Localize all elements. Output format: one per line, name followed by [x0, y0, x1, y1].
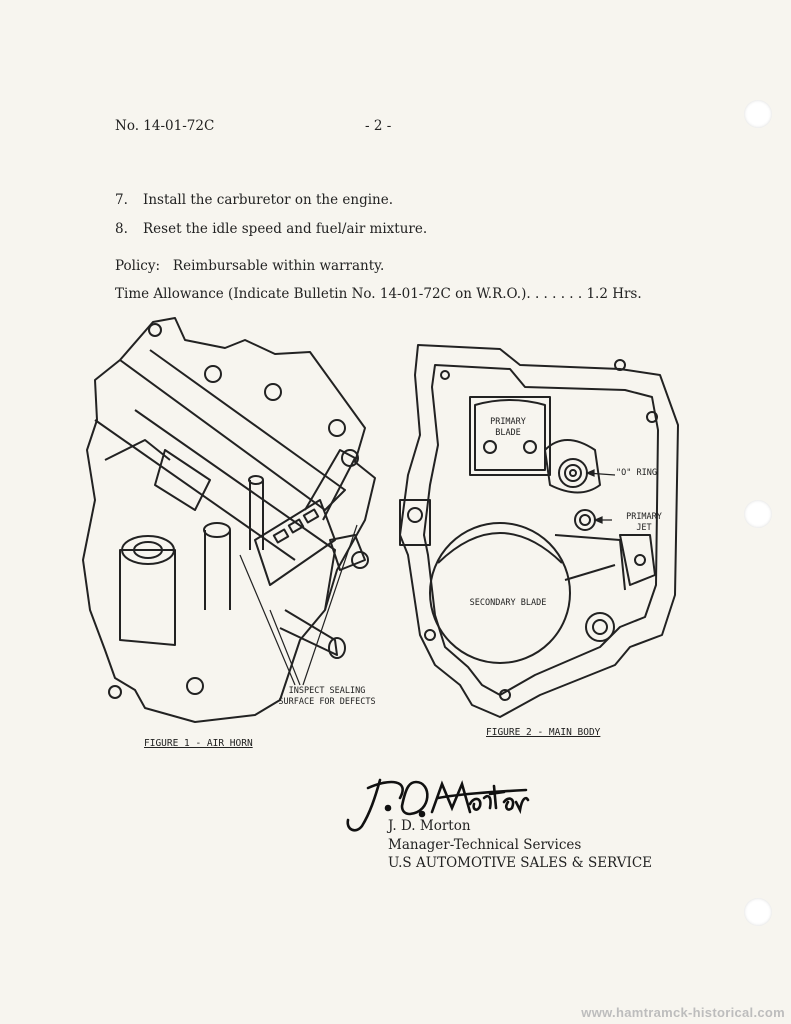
step-text: Reset the idle speed and fuel/air mixtur… [143, 221, 428, 237]
air-horn-illustration [82, 317, 376, 723]
signer-company: U.S AUTOMOTIVE SALES & SERVICE [388, 855, 653, 871]
policy-line: Policy: Reimbursable within warranty. [115, 258, 384, 274]
punch-hole-bottom [744, 898, 772, 926]
signature-image [346, 778, 530, 832]
figure-2-caption: FIGURE 2 - MAIN BODY [486, 727, 601, 738]
figure-1-caption: FIGURE 1 - AIR HORN [144, 738, 253, 749]
step-number: 8. [115, 221, 128, 237]
punch-hole-top [744, 100, 772, 128]
site-watermark: www.hamtramck-historical.com [581, 1005, 785, 1020]
signer-name: J. D. Morton [388, 818, 471, 834]
step-item: 8. Reset the idle speed and fuel/air mixt… [115, 221, 427, 237]
policy-text: Reimbursable within warranty. [172, 258, 385, 274]
punch-hole-middle [744, 500, 772, 528]
step-item: 7. Install the carburetor on the engine. [115, 192, 393, 208]
main-body-illustration [399, 344, 679, 718]
primary-blade-label: PRIMARY BLADE [490, 417, 526, 438]
time-allowance: Time Allowance (Indicate Bulletin No. 14… [115, 286, 642, 302]
step-text: Install the carburetor on the engine. [143, 192, 394, 208]
inspect-sealing-callout: INSPECT SEALING SURFACE FOR DEFECTS [278, 686, 376, 707]
secondary-blade-label: SECONDARY BLADE [469, 598, 547, 608]
signer-title: Manager-Technical Services [388, 837, 582, 853]
bulletin-number: No. 14-01-72C [115, 118, 215, 134]
page-number: - 2 - [365, 118, 392, 134]
o-ring-label: "O" RING [616, 468, 657, 478]
policy-label: Policy: [115, 258, 161, 274]
primary-jet-label: PRIMARY JET [626, 512, 662, 533]
step-number: 7. [115, 192, 128, 208]
